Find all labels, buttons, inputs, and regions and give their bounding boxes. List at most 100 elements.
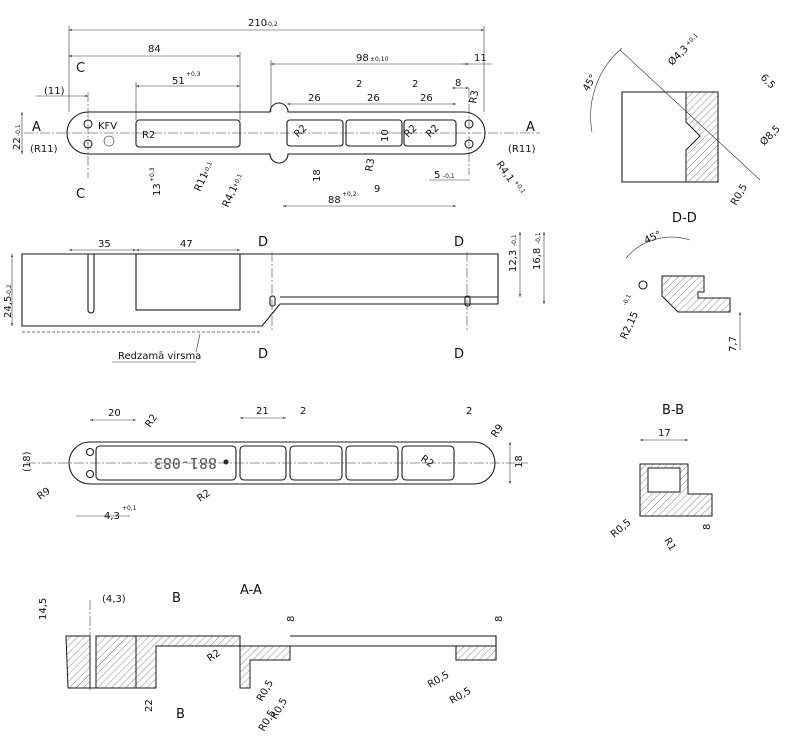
- note-leader: [195, 333, 201, 353]
- bottom-view-outline: [68, 441, 496, 485]
- dim-r05-c: R0,5: [257, 708, 278, 733]
- dim-22-aa: 22: [144, 699, 155, 712]
- dim-145: 14,5: [38, 598, 49, 620]
- top-view: KFV 210 -0,2 84 51 +0,3 98 ±0,10 11 8 (1…: [12, 18, 540, 209]
- dim-r2-p1: R2: [292, 123, 309, 140]
- dim-26c-value: 26: [420, 93, 433, 104]
- dim-8-right: 8: [494, 616, 505, 622]
- section-aa-right-lug: [455, 645, 497, 661]
- dim-51-value: 51: [172, 76, 185, 87]
- angle-arc: [590, 47, 623, 133]
- dim-r2-p2: R2: [402, 123, 419, 140]
- detail-c-d65: 6,5: [758, 72, 777, 91]
- dim-245-tol: -0,2: [6, 284, 13, 296]
- dim-2a: 2: [300, 406, 306, 417]
- section-dd-d77: 7,7: [728, 336, 739, 352]
- detail-c-hatch: [685, 91, 719, 183]
- section-d-tr: D: [454, 235, 464, 250]
- dim-r11-mid-tol: +0,1: [201, 161, 214, 177]
- section-aa-body: [65, 635, 137, 689]
- section-aa-title: A-A: [240, 583, 262, 598]
- section-dd-angle-arc: [625, 236, 691, 259]
- dim-43: 4,3: [104, 511, 120, 522]
- section-bb-d8: 8: [702, 524, 713, 530]
- part-number-engraving: 881-083: [154, 454, 217, 472]
- dim-r41-right: R4,1: [494, 159, 516, 184]
- dim-r2-slot: R2: [142, 130, 155, 141]
- section-d-tl: D: [258, 235, 268, 250]
- section-c-bottom: C: [76, 187, 85, 202]
- section-bb-pocket: [647, 467, 681, 493]
- section-bb-r05: R0,5: [609, 517, 634, 540]
- dim-11-left-value: (11): [44, 86, 65, 97]
- dim-20-value: 20: [108, 408, 121, 419]
- dim-r2-p3: R2: [424, 123, 441, 140]
- bottom-hole-top: [85, 447, 95, 457]
- dim-26a-value: 26: [308, 93, 321, 104]
- side-cutout: [135, 253, 241, 311]
- dim-51-tol: +0,3: [186, 71, 201, 78]
- dim-8-value: 8: [455, 78, 461, 89]
- dim-5: 5: [434, 170, 440, 181]
- dim-168-tol: -0,1: [535, 232, 542, 244]
- dim-210-value: 210: [248, 18, 267, 29]
- dim-5-tol: -0,1: [443, 173, 455, 180]
- section-d-bl: D: [258, 347, 268, 362]
- section-bb-r1: R1: [661, 536, 677, 553]
- side-hole-right: [464, 295, 471, 307]
- dim-r9-left: R9: [35, 486, 52, 503]
- dim-18-left: (18): [22, 451, 33, 472]
- dim-13: 13: [152, 183, 163, 196]
- section-dd-r215: R2,15: [619, 310, 641, 341]
- dim-13-tol: +0,3: [149, 167, 156, 182]
- section-dd-body: [661, 275, 731, 313]
- dim-11-right-value: 11: [474, 53, 487, 64]
- dim-r05-e: R0,5: [448, 686, 473, 707]
- side-hole-left: [269, 295, 276, 307]
- dim-8-left: 8: [286, 616, 297, 622]
- dim-2b-value: 2: [412, 79, 418, 90]
- section-dd-angle: 45°: [643, 229, 664, 246]
- section-bb: B-B 17 R0,5 R1 8: [609, 403, 713, 553]
- dim-245-value: 24,5: [3, 296, 14, 318]
- dim-2a-value: 2: [356, 79, 362, 90]
- bottom-view: 881-083 20 21 2 2 R2 R2 R2 R9 R9 (18) 18…: [22, 406, 528, 522]
- dim-123-tol: -0,1: [511, 234, 518, 246]
- logo-emblem: [103, 135, 115, 147]
- top-view-outline: [66, 102, 486, 164]
- dim-9: 9: [374, 184, 380, 195]
- section-aa-web: [135, 635, 241, 689]
- detail-c-dia85: Ø8,5: [758, 123, 783, 148]
- dim-22-tol: -0,1: [15, 124, 22, 136]
- section-b-top: B: [172, 591, 181, 606]
- dim-35-value: 35: [98, 239, 111, 250]
- dim-123-value: 12,3: [508, 250, 519, 272]
- dim-21-value: 21: [256, 406, 269, 417]
- ext-line: [619, 49, 761, 181]
- dim-10: 10: [380, 129, 391, 142]
- dim-r05-d: R0,5: [426, 670, 451, 691]
- dim-43-tol: +0,1: [122, 505, 137, 512]
- dim-43-aa: (4,3): [102, 594, 126, 605]
- engraving-dot: [223, 459, 229, 465]
- detail-c-dia43-tol: +0,1: [684, 32, 699, 47]
- side-view: Redzamā virsma 35 47 24,5 -0,2 12,3 -0,1…: [3, 232, 545, 363]
- dim-r41-right-tol: +0,1: [512, 179, 526, 195]
- bottom-hole-bottom: [85, 469, 95, 479]
- dim-22-value: 22: [12, 137, 23, 150]
- dim-r05-a: R0,5: [255, 678, 276, 703]
- dim-r3-bottom: R3: [364, 158, 377, 173]
- dim-r11-left: (R11): [30, 144, 58, 155]
- logo-mark: KFV: [98, 121, 117, 147]
- dim-88-value: 88: [328, 195, 341, 206]
- dim-r3-top: R3: [468, 90, 481, 105]
- dim-84-value: 84: [148, 44, 161, 55]
- side-slot: [87, 254, 95, 314]
- dim-210-tol: -0,2: [266, 21, 278, 28]
- section-dd-hole: [638, 280, 648, 290]
- dim-98-tol: ±0,10: [370, 56, 389, 63]
- dim-r2-a: R2: [143, 413, 160, 430]
- long-slot: [135, 119, 241, 148]
